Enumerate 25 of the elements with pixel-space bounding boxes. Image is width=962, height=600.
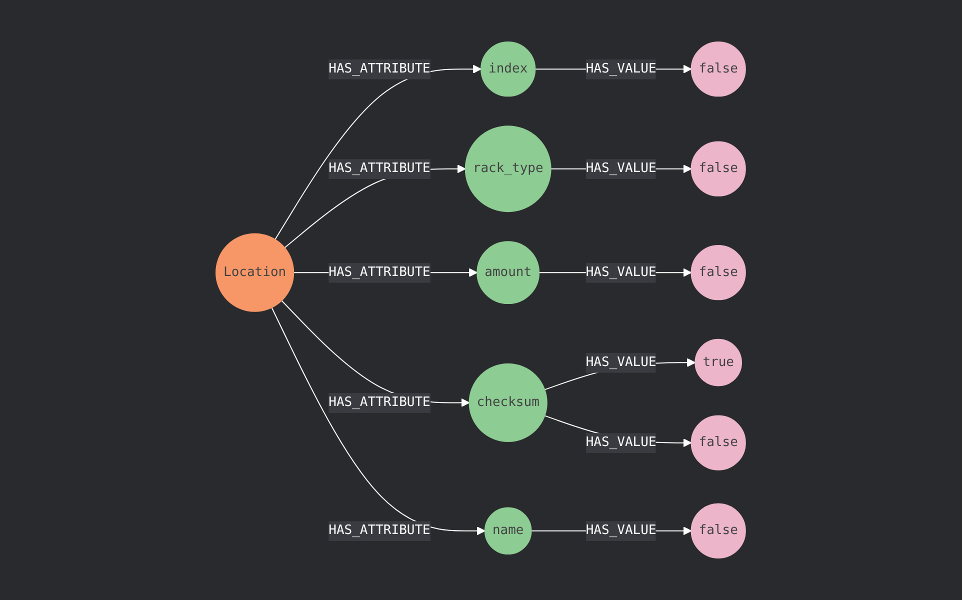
edge-label: HAS_ATTRIBUTE xyxy=(328,392,431,412)
edge-label: HAS_VALUE xyxy=(586,352,657,372)
arrow xyxy=(274,64,482,240)
circle-node: false xyxy=(691,415,746,470)
edge-label: HAS_VALUE xyxy=(586,59,657,79)
edge-label: HAS_ATTRIBUTE xyxy=(328,521,431,541)
edge-label: HAS_ATTRIBUTE xyxy=(328,59,431,79)
edge-label: HAS_VALUE xyxy=(586,521,657,541)
circle-node: Location xyxy=(216,233,294,312)
circle-node: false xyxy=(691,503,746,558)
circle-node: rack_type xyxy=(465,126,552,212)
edge-label: HAS_VALUE xyxy=(586,433,657,453)
circle-node: index xyxy=(480,42,536,97)
circle-node: false xyxy=(691,141,746,196)
circle-node: checksum xyxy=(469,363,548,442)
circle-node: false xyxy=(691,42,746,97)
circle-node: false xyxy=(691,245,746,300)
edge-label: HAS_VALUE xyxy=(586,159,657,179)
circle-node: amount xyxy=(476,241,540,304)
edge-label: HAS_ATTRIBUTE xyxy=(328,262,431,282)
circle-node: true xyxy=(694,338,742,386)
edge-label: HAS_VALUE xyxy=(586,262,657,282)
circle-node: name xyxy=(484,507,532,555)
edge-label: HAS_ATTRIBUTE xyxy=(328,159,431,179)
arrow xyxy=(271,307,486,536)
